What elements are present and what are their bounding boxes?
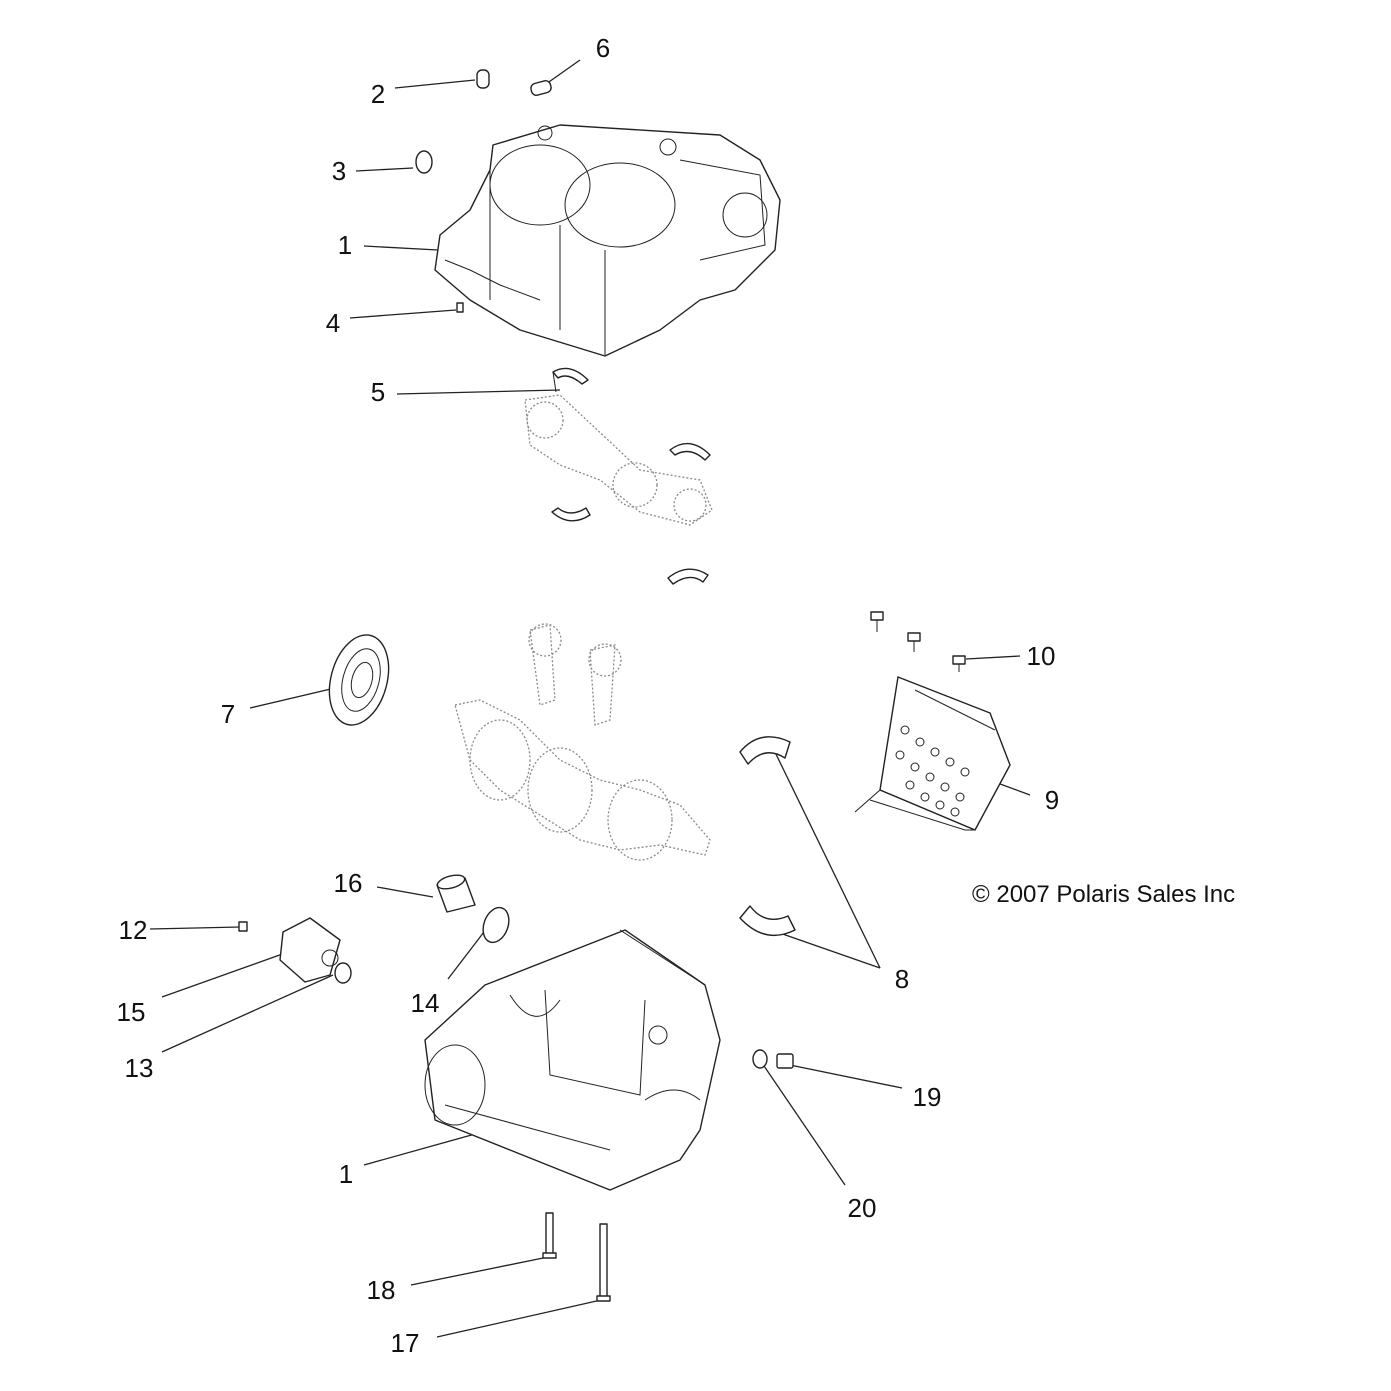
lower-crankcase xyxy=(424,929,721,1191)
crankshaft-ghost xyxy=(454,623,711,861)
oil-baffle-9 xyxy=(854,676,1011,831)
callout-20: 20 xyxy=(848,1193,877,1223)
upper-crankcase xyxy=(434,124,781,357)
bearing-shell-upper-right xyxy=(669,442,711,461)
bolt-18 xyxy=(542,1212,557,1259)
callout-16: 16 xyxy=(334,868,363,898)
crank-seal-7 xyxy=(328,634,390,726)
baffle-holes xyxy=(895,725,970,817)
callout-1-lower: 1 xyxy=(339,1159,353,1189)
bearing-shell-8-upper xyxy=(739,736,791,765)
dowel-pin-2 xyxy=(476,69,490,89)
bolt-17 xyxy=(596,1223,611,1302)
callout-19: 19 xyxy=(913,1082,942,1112)
bushing-16 xyxy=(436,874,476,913)
callout-18: 18 xyxy=(367,1275,396,1305)
bolts-10 xyxy=(870,611,966,672)
pin-4 xyxy=(456,302,464,313)
bearing-shell-mid-left xyxy=(551,507,591,522)
o-ring-3 xyxy=(415,150,433,174)
callout-10: 10 xyxy=(1027,641,1056,671)
callout-13: 13 xyxy=(125,1053,154,1083)
dowel-pin-6 xyxy=(530,80,552,96)
callout-9: 9 xyxy=(1045,785,1059,815)
callout-8: 8 xyxy=(895,964,909,994)
screw-12 xyxy=(238,921,248,932)
callout-7: 7 xyxy=(221,699,235,729)
callout-labels: 6 2 3 1 4 5 10 7 9 16 12 8 14 15 13 19 1… xyxy=(117,33,1060,1358)
callout-12: 12 xyxy=(119,915,148,945)
bearing-shell-mid xyxy=(667,568,709,585)
callout-6: 6 xyxy=(596,33,610,63)
callout-14: 14 xyxy=(411,988,440,1018)
callout-15: 15 xyxy=(117,997,146,1027)
balance-shaft-ghost xyxy=(524,394,713,526)
callout-1-upper: 1 xyxy=(338,230,352,260)
o-ring-13 xyxy=(334,962,352,984)
callout-5: 5 xyxy=(371,377,385,407)
copyright-notice: © 2007 Polaris Sales Inc xyxy=(972,881,1235,908)
bearing-shell-8-lower xyxy=(739,905,796,937)
callout-3: 3 xyxy=(332,156,346,186)
bearing-shell-5 xyxy=(552,367,589,393)
callout-17: 17 xyxy=(391,1328,420,1358)
leader-lines xyxy=(149,59,1031,1338)
washer-20 xyxy=(752,1049,768,1069)
callout-2: 2 xyxy=(371,79,385,109)
drain-plug-19 xyxy=(776,1053,794,1069)
cover-15 xyxy=(279,917,341,983)
callout-4: 4 xyxy=(326,308,340,338)
o-ring-14 xyxy=(482,906,510,944)
